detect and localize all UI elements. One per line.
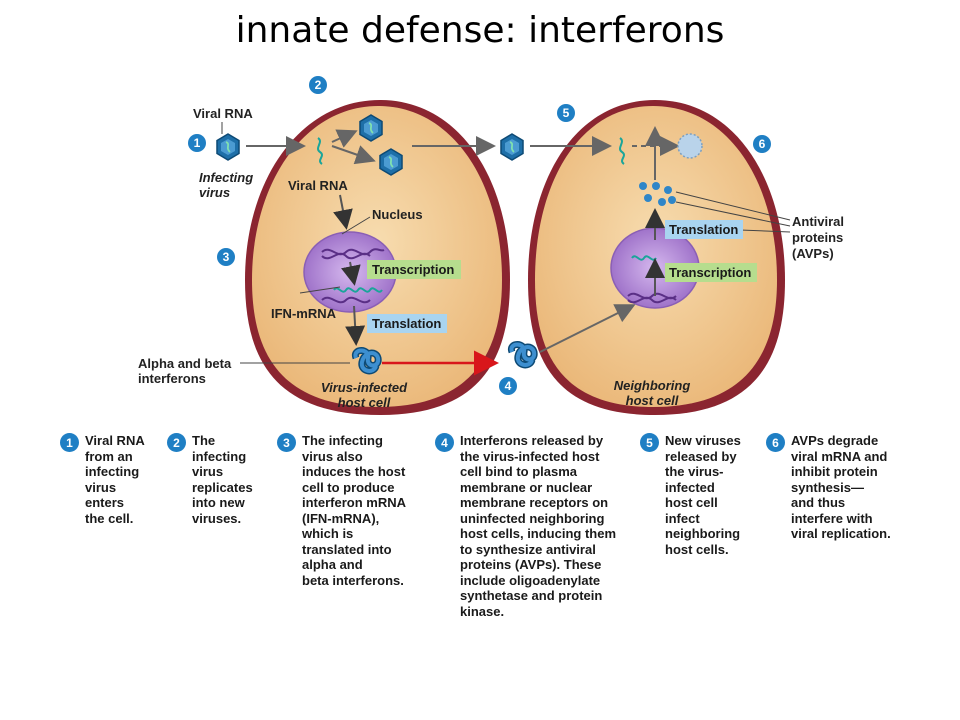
svg-text:1: 1 [194,136,201,150]
step-1-text: Viral RNA from an infecting virus enters… [85,433,145,526]
transcription-box-left [367,260,461,279]
left-dna-icon [321,248,385,256]
nucleus-label: Nucleus [372,207,423,222]
translation-box-right [665,220,743,239]
svg-text:2: 2 [315,78,322,92]
infecting-virus-label-1: Infecting [199,170,253,185]
left-ifn-mrna-squiggle [333,287,383,293]
infected-cell-label-2: host cell [338,395,391,410]
svg-text:3: 3 [223,250,230,264]
neighbor-viral-rna-icon [619,137,625,165]
arrow-interferon-signal [539,304,636,353]
step-3-text: The infecting virus also induces the hos… [302,433,407,588]
arrow-replicate-down [331,145,376,165]
svg-text:4: 4 [505,379,512,393]
interferon-icon-right [511,345,534,365]
badge-3 [217,248,235,266]
released-virus-icon [500,133,524,161]
step-5-text: New viruses released by the virus- infec… [665,433,741,557]
step-4-text: Interferons released by the virus-infect… [460,433,617,619]
ifn-mrna-label: IFN-mRNA [271,306,337,321]
badge-5 [557,104,575,122]
neighboring-host-cell [528,100,785,415]
transcription-label-right: Transcription [669,265,751,280]
slide-title: innate defense: interferons [235,10,725,51]
step-6: 6 AVPs degrade viral mRNA and inhibit pr… [766,433,891,542]
new-virus-icon-2 [379,148,403,176]
step-2: 2 The infecting virus replicates into ne… [167,433,253,526]
degraded-virus-icon [677,133,703,159]
new-virus-icon-1 [359,114,383,142]
badge-6 [753,135,771,153]
step-2-text: The infecting virus replicates into new … [192,433,253,526]
step-badges: 1 2 3 4 5 6 [188,76,771,395]
step-5-badge: 5 [640,433,659,452]
step-1-badge: 1 [60,433,79,452]
virus-particles [216,114,703,176]
infecting-virus-label-2: virus [199,185,230,200]
diagram-labels: Viral RNA Infecting virus Viral RNA Nucl… [138,106,844,410]
step-3: 3 The infecting virus also induces the h… [277,433,406,588]
badge-2 [309,76,327,94]
badge-1 [188,134,206,152]
transcription-box-right [665,263,757,282]
svg-text:5: 5 [563,106,570,120]
process-boxes: Transcription Translation Translation Tr… [367,220,757,333]
avp-label-3: (AVPs) [792,246,834,261]
infected-cell-label-1: Virus-infected [321,380,408,395]
translation-label-right: Translation [669,222,738,237]
arrow-translation-left [345,305,366,346]
arrow-replicate-up [331,129,358,148]
viral-rna-strand-icon [317,137,323,165]
neighbor-cell-label-2: host cell [626,393,679,408]
avp-label-2: proteins [792,230,843,245]
step-3-badge: 3 [277,433,296,452]
step-descriptions: 1 Viral RNA from an infecting virus ente… [0,433,960,633]
transcription-label-left: Transcription [372,262,454,277]
step-6-badge: 6 [766,433,785,452]
process-arrows [246,126,680,376]
infecting-virus-icon [216,133,240,161]
arrow-viral-rna-nucleus [333,194,353,230]
alpha-beta-label-1: Alpha and beta [138,356,232,371]
arrow-transcription-left [341,261,361,286]
step-6-text: AVPs degrade viral mRNA and inhibit prot… [791,433,891,541]
badge-4 [499,377,517,395]
leader-lines [221,122,371,364]
step-4: 4 Interferons released by the virus-infe… [435,433,616,619]
viral-rna-label-1: Viral RNA [193,106,253,121]
avp-label-1: Antiviral [792,214,844,229]
translation-box-left [367,314,447,333]
neighbor-cell-label-1: Neighboring [614,378,691,393]
viral-rna-label-2: Viral RNA [288,178,348,193]
step-5: 5 New viruses released by the virus- inf… [640,433,741,557]
step-1: 1 Viral RNA from an infecting virus ente… [60,433,145,526]
antiviral-protein-dots [639,182,791,233]
svg-text:6: 6 [759,137,766,151]
step-4-badge: 4 [435,433,454,452]
step-2-badge: 2 [167,433,186,452]
translation-label-left: Translation [372,316,441,331]
alpha-beta-label-2: interferons [138,371,206,386]
